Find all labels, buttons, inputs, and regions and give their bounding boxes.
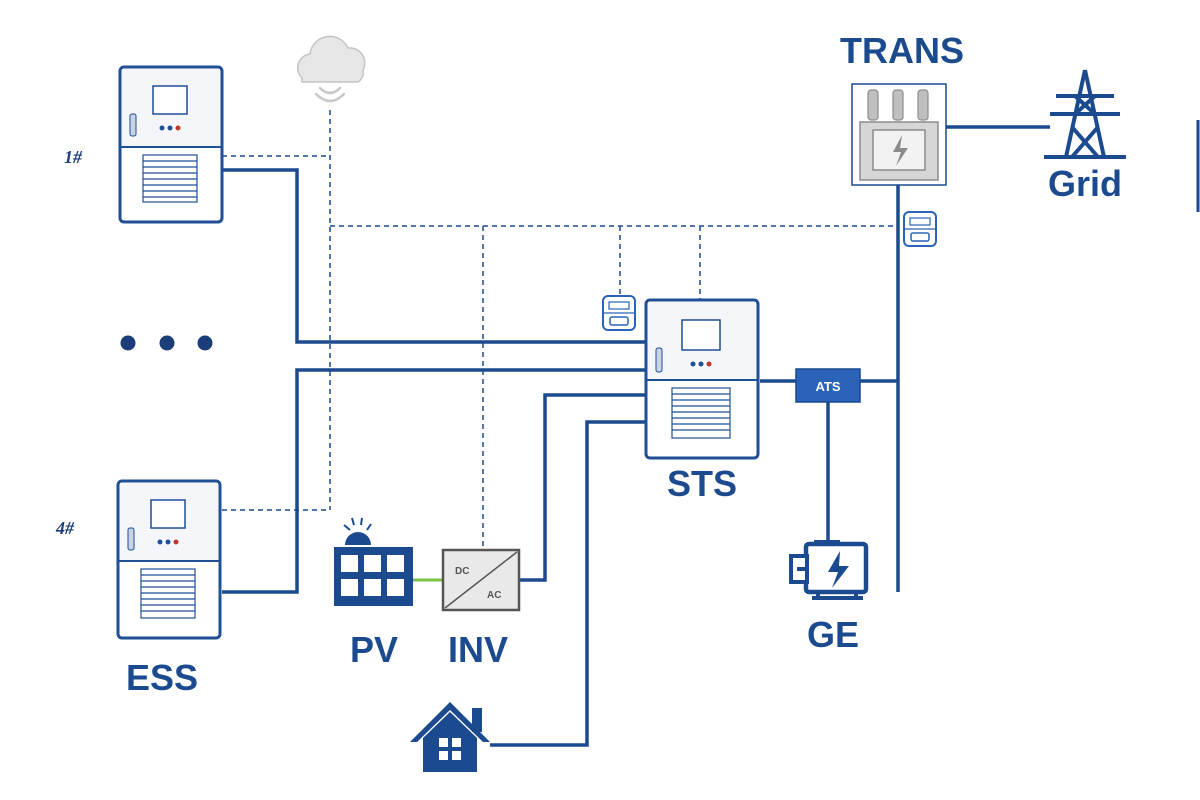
power-line-house: [490, 420, 646, 747]
inverter-dc-label: DC: [455, 566, 469, 577]
inv-label: INV: [448, 629, 508, 670]
house-icon: [410, 702, 490, 772]
inverter-ac-label: AC: [487, 590, 501, 601]
grid-label: Grid: [1048, 163, 1122, 204]
energy-meter-icon: [602, 295, 636, 331]
power-line-ess4: [222, 368, 646, 594]
ess-cabinet-1: [118, 65, 224, 224]
ge-label: GE: [807, 614, 859, 655]
ess-label: ESS: [126, 657, 198, 698]
pv-label: PV: [350, 629, 398, 670]
ess-cabinet-4: [116, 479, 222, 640]
ess-unit-last-label: 4#: [55, 518, 75, 538]
ats-switch: ATS: [795, 368, 861, 403]
transformer-icon: [851, 83, 947, 186]
inverter-box: DC AC: [441, 548, 521, 612]
transmission-tower-icon: [1044, 69, 1126, 159]
power-line-ess1: [222, 168, 646, 344]
generator-icon: [789, 540, 869, 600]
sts-label: STS: [667, 463, 737, 504]
trans-label: TRANS: [840, 30, 964, 71]
ess-unit-first-label: 1#: [64, 147, 83, 167]
sts-cabinet: [644, 298, 760, 460]
ats-label: ATS: [815, 379, 840, 394]
power-lines: [222, 125, 1050, 747]
power-line-inv: [520, 393, 646, 582]
ellipsis-dots: [120, 335, 213, 351]
energy-meter-icon: [903, 211, 937, 247]
cloud-wireless-icon: [296, 35, 366, 103]
communication-lines: [222, 110, 898, 550]
solar-panel-icon: [334, 517, 413, 606]
